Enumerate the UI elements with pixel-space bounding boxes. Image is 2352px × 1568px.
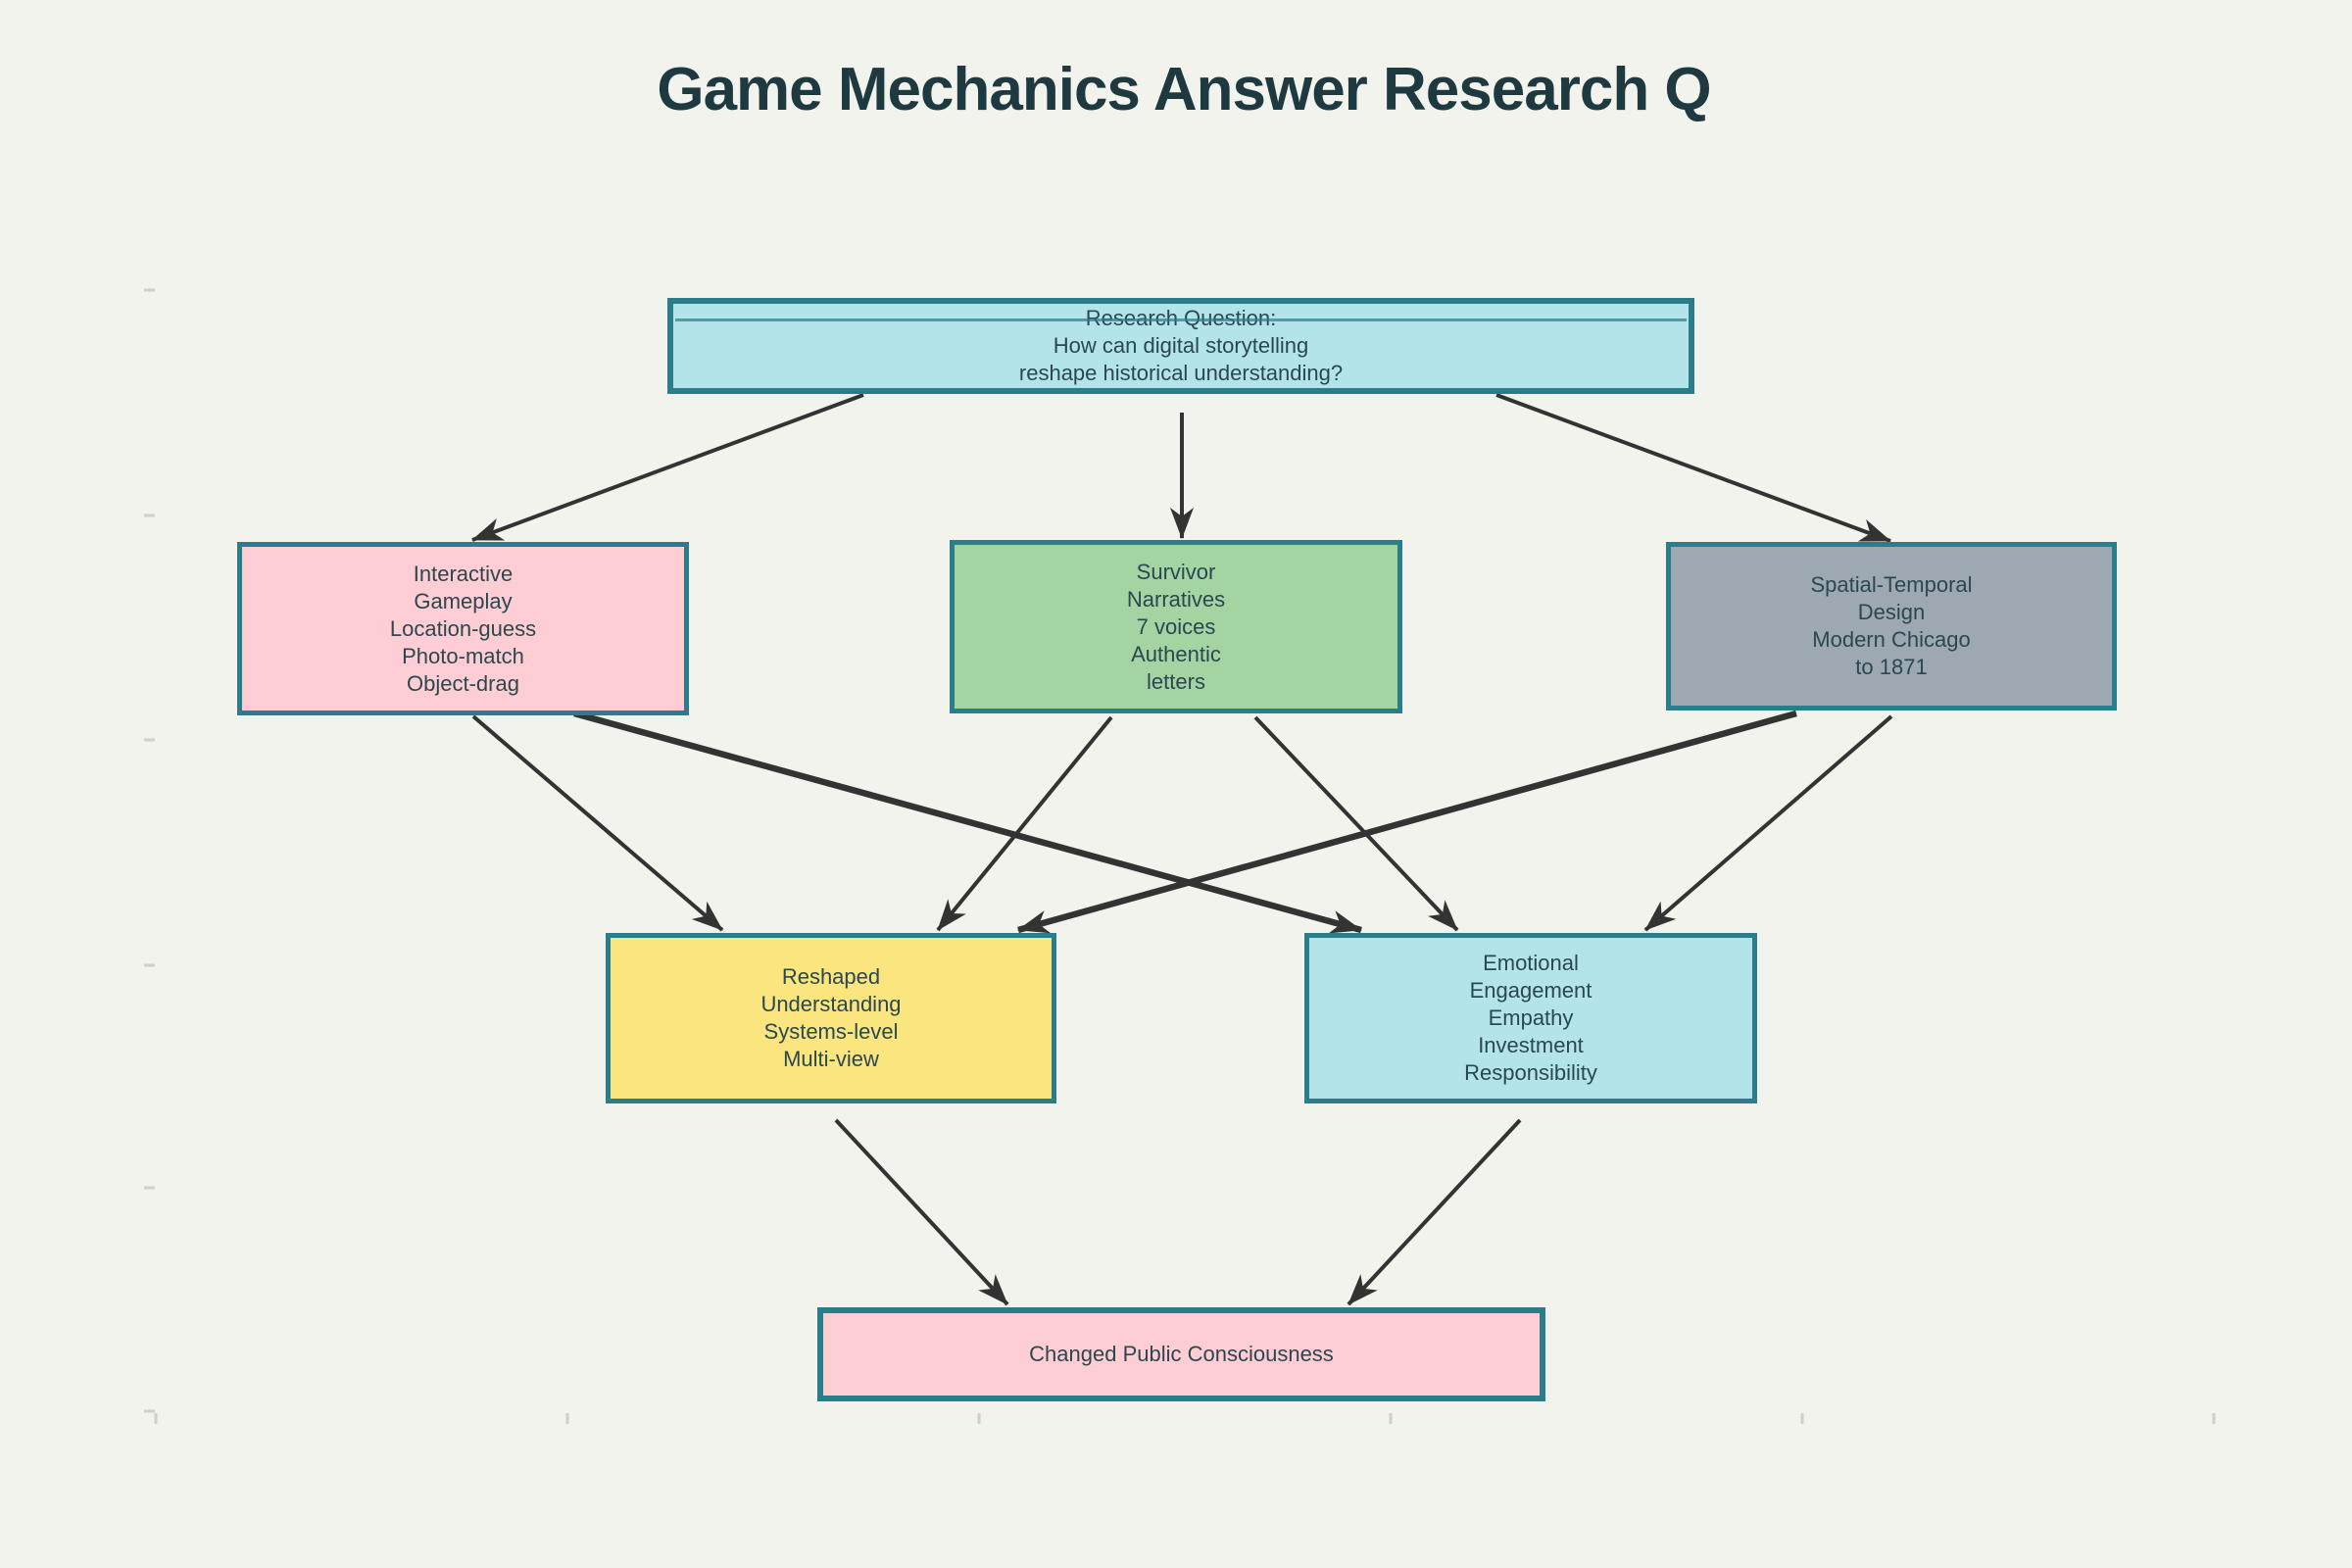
edge-emotional_engagement-to-changed_public_consciousness: [1347, 1118, 1522, 1306]
page-title: Game Mechanics Answer Research Q: [657, 56, 1711, 123]
node-spatial-temporal-design-label: Spatial-Temporal Design Modern Chicago t…: [1810, 572, 1973, 679]
edge-survivor_narratives-to-emotional_engagement: [1253, 715, 1459, 932]
node-reshaped-understanding-label: Reshaped Understanding Systems-level Mul…: [760, 964, 902, 1071]
edge-spatial_temporal-to-reshaped_understanding: [1017, 710, 1797, 934]
node-reshaped-understanding: Reshaped Understanding Systems-level Mul…: [606, 933, 1056, 1103]
node-emotional-engagement: Emotional Engagement Empathy Investment …: [1304, 933, 1757, 1103]
node-research-question: Research Question: How can digital story…: [667, 298, 1694, 394]
node-research-question-label: Research Question: How can digital story…: [1018, 306, 1344, 385]
node-survivor-narratives: Survivor Narratives 7 voices Authentic l…: [950, 540, 1402, 713]
edge-spatial_temporal-to-emotional_engagement: [1643, 714, 1893, 932]
node-changed-public-consciousness: Changed Public Consciousness: [817, 1307, 1545, 1401]
node-changed-public-consciousness-label: Changed Public Consciousness: [1029, 1342, 1334, 1366]
edge-reshaped_understanding-to-changed_public_consciousness: [834, 1118, 1009, 1306]
node-spatial-temporal-design: Spatial-Temporal Design Modern Chicago t…: [1666, 542, 2117, 710]
node-interactive-gameplay: Interactive Gameplay Location-guess Phot…: [237, 542, 689, 715]
edge-research_question-to-interactive_gameplay: [471, 393, 864, 542]
edge-research_question-to-spatial_temporal: [1495, 393, 1891, 543]
edge-interactive_gameplay-to-reshaped_understanding: [471, 714, 724, 932]
edge-survivor_narratives-to-reshaped_understanding: [936, 715, 1113, 932]
node-survivor-narratives-label: Survivor Narratives 7 voices Authentic l…: [1126, 559, 1226, 694]
node-emotional-engagement-label: Emotional Engagement Empathy Investment …: [1464, 951, 1597, 1085]
edge-interactive_gameplay-to-emotional_engagement: [573, 710, 1362, 934]
node-interactive-gameplay-label: Interactive Gameplay Location-guess Phot…: [389, 561, 537, 696]
